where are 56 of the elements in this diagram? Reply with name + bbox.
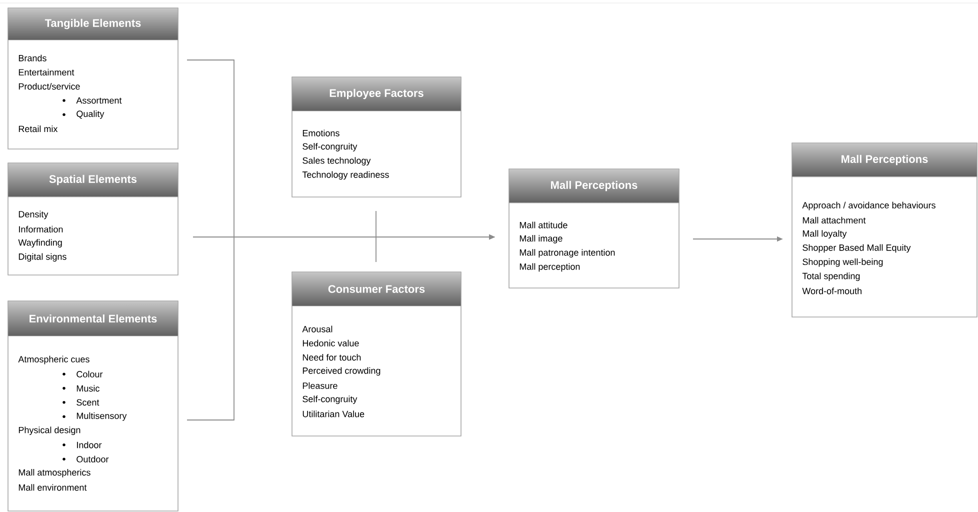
list-item: Product/service [18,83,80,90]
category-box [8,162,178,276]
header-title: Mall Perceptions [842,154,928,166]
list-item: Mall environment [18,484,87,491]
list-item: Shopper Based Mall Equity [802,244,911,253]
category-box [508,168,680,288]
list-item: Sales technology [302,157,371,166]
list-item: Mall loyalty [802,230,847,238]
list-item: Brands [18,54,46,62]
bullet-item: Music [62,385,100,392]
list-item: Arousal [302,326,332,332]
list-item: Mall attitude [520,222,568,228]
bullet-item: Quality [62,110,104,119]
category-box [292,272,462,436]
header-title: Spatial Elements [49,174,137,186]
bullet-item: Assortment [62,97,122,104]
list-item: Mall image [520,235,562,244]
list-item: Word-of-mouth [802,288,862,294]
bullet-item: Outdoor [62,456,109,462]
list-item: Shopping well-being [802,258,883,267]
category-box [8,300,178,512]
list-item: Self-congruity [302,396,358,404]
header-title: Consumer Factors [328,285,425,293]
list-item: Density [18,210,48,220]
list-item: Mall attachment [802,216,866,224]
list-item: Entertainment [18,68,74,76]
list-item: Retail mix [18,126,58,132]
category-box [8,8,178,150]
bullet-item: Colour [62,370,103,378]
list-item: Pleasure [302,382,338,389]
list-item: Mall patronage intention [520,249,615,258]
header-title: Tangible Elements [44,18,141,30]
list-item: Wayfinding [18,239,62,248]
list-item: Utilitarian Value [302,410,364,418]
list-item: Emotions [302,130,340,136]
list-item: Information [19,226,63,233]
list-item: Mall perception [520,263,580,272]
list-item: Need for touch [302,354,361,361]
header-title: Environmental Elements [30,314,157,323]
list-item: Self-congruity [302,143,358,152]
list-item: Total spending [802,272,860,281]
category-box [792,142,978,318]
list-item: Technology readiness [302,171,389,180]
list-item: Mall atmospherics [18,469,90,478]
header-title: Mall Perceptions [551,180,638,192]
list-item: Hedonic value [302,340,359,346]
category-box [292,76,462,198]
list-item: Perceived crowding [302,367,380,376]
bullet-item: Indoor [62,442,102,448]
list-item: Atmospheric cues [18,356,90,364]
list-item: Approach / avoidance behaviours [802,202,936,210]
bullet-item: Multisensory [62,412,127,421]
bullet-item: Scent [62,399,100,406]
list-item: Digital signs [18,253,66,262]
header-title: Employee Factors [330,88,424,100]
list-item: Physical design [18,426,80,435]
